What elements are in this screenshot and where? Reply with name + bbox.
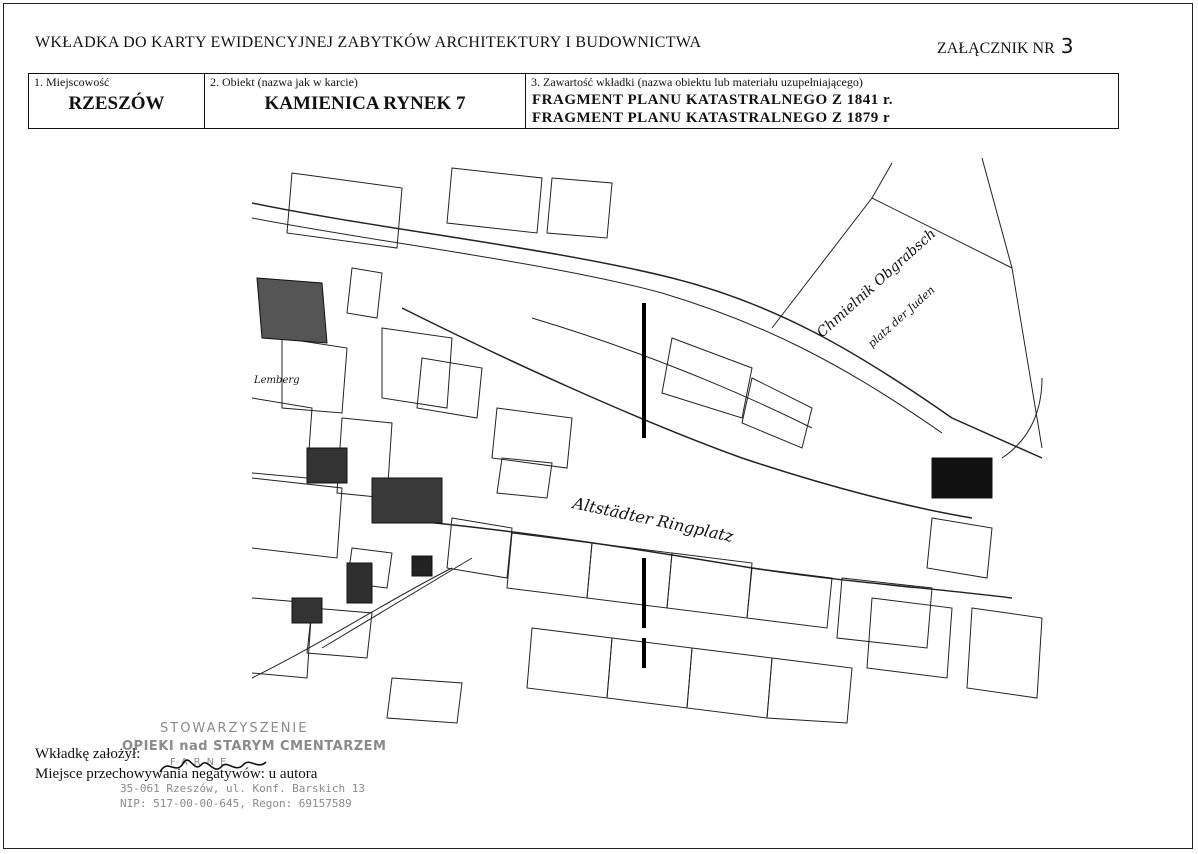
stamp-line-3: FARNE: [170, 757, 233, 768]
stamp-line-1: STOWARZYSZENIE: [160, 721, 309, 736]
attachment-number: ZAŁĄCZNIK NR 3: [937, 34, 1074, 58]
stamp-line-2: OPIEKI nad STARYM CMENTARZEM: [122, 739, 387, 754]
page-frame: [3, 3, 1193, 849]
locality-value: RZESZÓW: [68, 93, 165, 114]
stamp-line-4: 35-061 Rzeszów, ul. Konf. Barskich 13: [120, 782, 366, 795]
footer-storage-line: Miejsce przechowywania negatywów: u auto…: [35, 766, 318, 782]
stamp-line-5: NIP: 517-00-00-645, Regon: 69157589: [120, 797, 352, 810]
footer-author-line: Wkładkę założył:: [35, 746, 141, 762]
cell-locality: 1. Miejscowość RZESZÓW: [29, 74, 205, 128]
label-ringplatz: Altstädter Ringplatz: [569, 493, 736, 546]
cell-object: 2. Obiekt (nazwa jak w karcie) KAMIENICA…: [205, 74, 526, 128]
object-label: 2. Obiekt (nazwa jak w karcie): [210, 75, 358, 89]
document-title: WKŁADKA DO KARTY EWIDENCYJNEJ ZABYTKÓW A…: [35, 34, 702, 51]
map-drawing: Altstädter Ringplatz Chmielnik Obgrabsch…: [252, 158, 1043, 724]
content-line-2: FRAGMENT PLANU KATASTRALNEGO Z 1879 r: [532, 110, 891, 126]
object-value: KAMIENICA RYNEK 7: [264, 93, 466, 114]
content-line-1: FRAGMENT PLANU KATASTRALNEGO Z 1841 r.: [532, 92, 893, 108]
label-chmielnik: Chmielnik Obgrabsch: [814, 226, 939, 341]
attachment-label: ZAŁĄCZNIK NR: [937, 40, 1055, 57]
signature: [158, 752, 268, 787]
attachment-number-value: 3: [1060, 34, 1074, 58]
content-label: 3. Zawartość wkładki (nazwa obiektu lub …: [531, 75, 863, 89]
cell-content: 3. Zawartość wkładki (nazwa obiektu lub …: [526, 74, 1117, 128]
info-table: 1. Miejscowość RZESZÓW 2. Obiekt (nazwa …: [28, 73, 1119, 129]
cadastral-map: Altstädter Ringplatz Chmielnik Obgrabsch…: [252, 158, 1047, 728]
locality-label: 1. Miejscowość: [34, 75, 110, 89]
label-lemberg: Lemberg: [253, 375, 300, 386]
